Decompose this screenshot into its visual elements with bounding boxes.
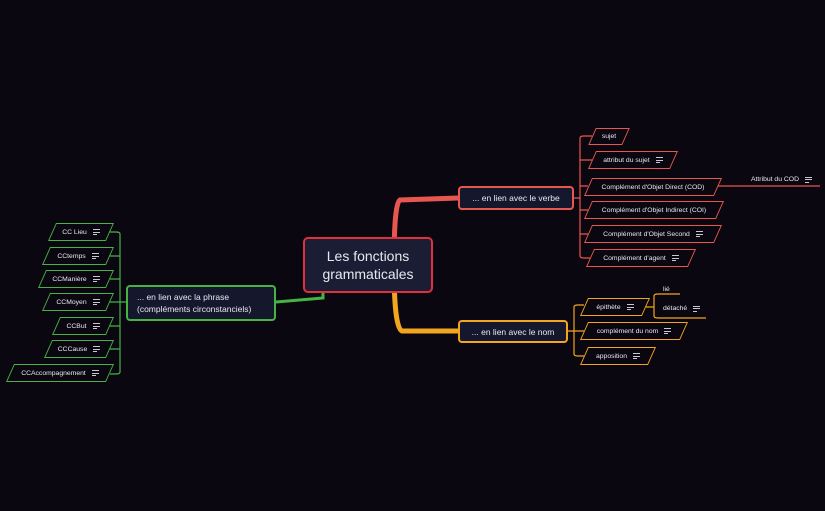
branch-phrase-label: ... en lien avec la phrase (compléments … xyxy=(137,292,252,314)
notes-icon xyxy=(92,276,100,282)
notes-icon xyxy=(633,353,640,359)
notes-icon xyxy=(664,328,672,334)
subtopic-label: Complément d'Objet Second xyxy=(603,230,690,238)
subtopic-ccmaniere[interactable]: CCManière xyxy=(37,270,115,288)
subtopic-label: CCtemps xyxy=(57,252,86,260)
subtopic-label: épithète xyxy=(596,303,621,311)
subtopic-apposition[interactable]: apposition xyxy=(579,347,657,365)
subtopic-label: CCManière xyxy=(52,275,87,283)
subtopic-label: Complément d'Objet Direct (COD) xyxy=(601,183,705,191)
subtopic-label: CCCause xyxy=(57,345,88,353)
central-topic[interactable]: Les fonctions grammaticales xyxy=(303,237,433,293)
subtopic-complement-du-nom[interactable]: complément du nom xyxy=(579,322,689,340)
branch-nom[interactable]: ... en lien avec le nom xyxy=(458,320,568,343)
subtopic-epithete[interactable]: épithète xyxy=(579,298,651,316)
subtopic-label: CCMoyen xyxy=(56,298,87,306)
notes-icon xyxy=(92,323,100,329)
subtopic-label: Complément d'Objet Indirect (COI) xyxy=(601,206,707,214)
subtopic-detache[interactable]: détaché xyxy=(663,305,701,312)
subtopic-attribut-du-sujet[interactable]: attribut du sujet xyxy=(587,151,679,169)
subtopic-label: Complément d'agent xyxy=(603,254,666,262)
subtopic-label: CCAccompagnement xyxy=(21,369,86,377)
subtopic-coi[interactable]: Complément d'Objet Indirect (COI) xyxy=(583,201,725,219)
subtopic-sujet[interactable]: sujet xyxy=(588,128,630,145)
subtopic-label: apposition xyxy=(596,352,627,360)
branch-verbe[interactable]: ... en lien avec le verbe xyxy=(458,186,574,210)
subtopic-ccaccompagnement[interactable]: CCAccompagnement xyxy=(5,364,115,382)
notes-icon xyxy=(671,255,679,261)
notes-icon xyxy=(804,176,812,183)
subtopic-cctemps[interactable]: CCtemps xyxy=(41,247,115,265)
subtopic-cod[interactable]: Complément d'Objet Direct (COD) xyxy=(583,178,723,196)
notes-icon xyxy=(695,231,703,237)
branch-verbe-label: ... en lien avec le verbe xyxy=(472,193,560,203)
subtopic-cccause[interactable]: CCCause xyxy=(43,340,115,358)
subtopic-complement-agent[interactable]: Complément d'agent xyxy=(585,249,697,267)
subtopic-attribut-du-cod[interactable]: Attribut du COD xyxy=(751,176,812,183)
subtopic-label: sujet xyxy=(601,133,617,140)
notes-icon xyxy=(91,370,99,376)
central-topic-line2: grammaticales xyxy=(322,266,414,282)
notes-icon xyxy=(655,157,663,163)
subtopic-label: complément du nom xyxy=(596,327,659,335)
subtopic-label: attribut du sujet xyxy=(603,156,650,164)
subtopic-cos[interactable]: Complément d'Objet Second xyxy=(583,225,723,243)
notes-icon xyxy=(626,304,634,310)
notes-icon xyxy=(91,253,99,259)
subtopic-label: CC Lieu xyxy=(62,228,87,236)
subtopic-label: CCBut xyxy=(66,322,87,330)
subtopic-ccbut[interactable]: CCBut xyxy=(51,317,115,335)
subtopic-label: Attribut du COD xyxy=(751,176,799,183)
subtopic-label: détaché xyxy=(663,305,688,312)
subtopic-ccmoyen[interactable]: CCMoyen xyxy=(41,293,115,311)
notes-icon xyxy=(92,299,100,305)
subtopic-lie[interactable]: lié xyxy=(663,286,670,293)
notes-icon xyxy=(693,305,701,312)
subtopic-cc-lieu[interactable]: CC Lieu xyxy=(47,223,115,241)
central-topic-line1: Les fonctions xyxy=(326,248,410,264)
branch-nom-label: ... en lien avec le nom xyxy=(471,326,555,337)
notes-icon xyxy=(93,346,101,352)
branch-phrase[interactable]: ... en lien avec la phrase (compléments … xyxy=(126,285,276,321)
notes-icon xyxy=(92,229,100,235)
subtopic-label: lié xyxy=(663,286,670,293)
